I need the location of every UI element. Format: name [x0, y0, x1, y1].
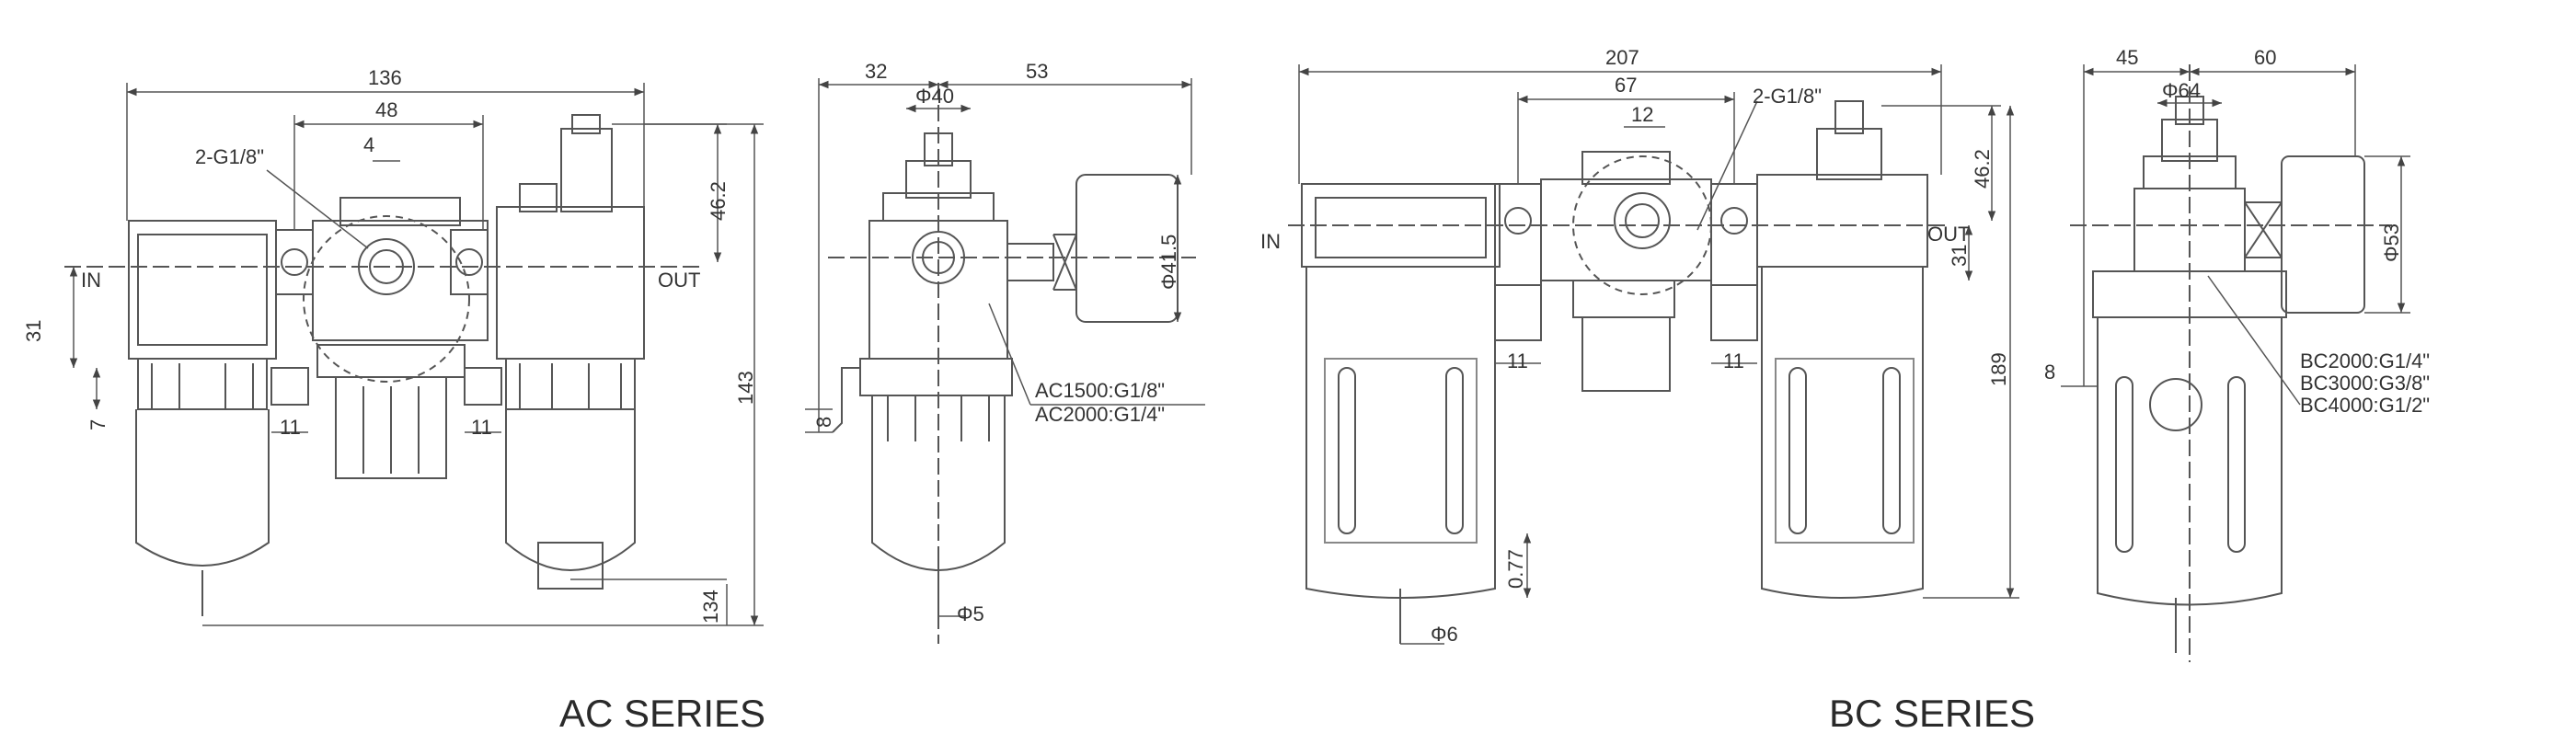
bc-front-dim-11-right: 11	[1723, 349, 1744, 372]
bc-front-total-height: 189	[1987, 352, 2010, 386]
bc-side-dims	[2061, 64, 2410, 406]
ac-side-dims	[805, 78, 1205, 617]
bc-side-thread-1: BC2000:G1/4"	[2300, 349, 2430, 372]
ac-side-view	[828, 83, 1196, 644]
bc-front-dim-11-left: 11	[1507, 349, 1528, 372]
ac-front-width: 136	[368, 66, 402, 89]
bc-front-drain-dia: Φ6	[1431, 623, 1458, 646]
bc-side-dim-45: 45	[2116, 46, 2138, 69]
bc-front-dims	[1298, 64, 2019, 645]
bc-side-thread-3: BC4000:G1/2"	[2300, 394, 2430, 417]
ac-front-dims	[69, 83, 764, 626]
ac-series-label: AC SERIES	[558, 692, 766, 735]
bc-side-dia-64: Φ64	[2162, 79, 2201, 102]
bc-front-dim-12: 12	[1631, 103, 1653, 126]
ac-side-dim-32: 32	[865, 60, 887, 83]
ac-side-drain-dia: Φ5	[957, 602, 984, 625]
bc-series-label: BC SERIES	[1828, 692, 2036, 735]
ac-front-dim-11-left: 11	[280, 416, 301, 439]
bc-side-text: 45 60 Φ64 Φ53 8 BC2000:G1/4" BC3000:G3/8…	[2044, 46, 2430, 417]
bc-front-out: OUT	[1927, 223, 1970, 246]
ac-front-text: 136 48 2-G1/8" 4 46.2 IN OUT 31 7 11 11 …	[22, 66, 757, 624]
bc-front-in: IN	[1260, 230, 1281, 253]
ac-side-thread-1: AC1500:G1/8"	[1035, 379, 1165, 402]
bc-front-dim-077: 0.77	[1504, 549, 1527, 589]
bc-side-view	[2070, 64, 2392, 662]
bc-front-width: 207	[1605, 46, 1639, 69]
ac-front-height-top: 46.2	[707, 181, 730, 221]
ac-side-dia-40: Φ40	[915, 85, 954, 108]
ac-front-dim-31: 31	[22, 320, 45, 342]
ac-front-center-span: 48	[375, 98, 397, 121]
bc-front-center-span: 67	[1615, 74, 1637, 97]
ac-front-dim-11-right: 11	[471, 416, 492, 439]
ac-side-thread-2: AC2000:G1/4"	[1035, 403, 1165, 426]
ac-front-out: OUT	[658, 269, 700, 292]
ac-front-dim-7: 7	[86, 419, 109, 430]
ac-side-text: 32 53 Φ40 Φ41.5 8 AC1500:G1/8" AC2000:G1…	[812, 60, 1180, 625]
bc-side-dim-60: 60	[2254, 46, 2276, 69]
ac-front-port: 2-G1/8"	[195, 145, 264, 168]
ac-front-view	[64, 114, 699, 616]
ac-front-dim-4: 4	[363, 133, 374, 156]
bc-side-dim-8: 8	[2044, 361, 2055, 384]
bc-front-port: 2-G1/8"	[1753, 85, 1822, 108]
bc-front-view	[1288, 100, 1950, 644]
ac-front-in: IN	[81, 269, 101, 292]
ac-side-gauge-dia: Φ41.5	[1157, 235, 1180, 290]
bc-side-gauge-dia: Φ53	[2380, 223, 2403, 262]
ac-side-dim-8: 8	[812, 417, 835, 428]
bc-side-thread-2: BC3000:G3/8"	[2300, 372, 2430, 395]
ac-side-dim-53: 53	[1026, 60, 1048, 83]
bc-front-dim-31: 31	[1948, 245, 1971, 267]
bc-front-text: 207 67 12 2-G1/8" 46.2 IN OUT 31 11 11 1…	[1260, 46, 2010, 646]
bc-front-height-top: 46.2	[1971, 149, 1994, 189]
ac-front-bottom: 134	[699, 590, 722, 624]
ac-front-total-height: 143	[734, 371, 757, 405]
